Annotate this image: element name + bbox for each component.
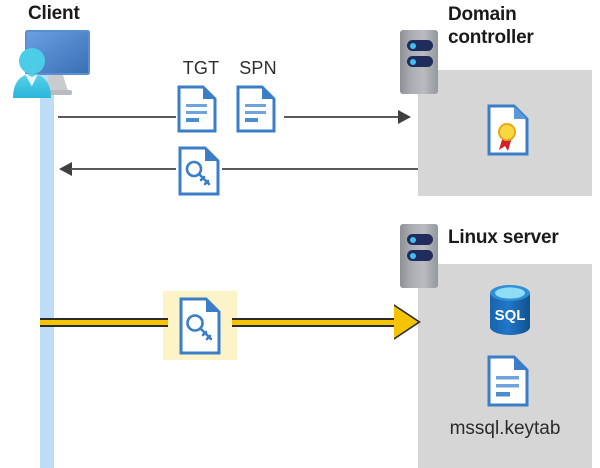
domain-controller-title-line1: Domain	[448, 4, 517, 25]
request-arrow-segment	[58, 116, 176, 118]
domain-controller-server-rack-icon	[400, 30, 438, 94]
domain-controller-title-line2: controller	[448, 27, 534, 48]
certificate-document-icon	[487, 104, 529, 156]
response-arrow-segment	[71, 168, 176, 170]
ticket-key-document-icon	[178, 146, 220, 196]
response-arrow-head	[59, 162, 72, 176]
rack-bar	[407, 234, 433, 245]
keytab-arrow-segment	[232, 318, 396, 327]
rack-bar	[407, 250, 433, 261]
highlighted-key-document-icon	[179, 297, 221, 355]
sql-database-icon: SQL	[487, 284, 533, 336]
domain-controller-title: Domain controller	[448, 3, 598, 49]
spn-label: SPN	[239, 58, 277, 78]
tgt-document-icon	[177, 85, 217, 133]
linux-server-title: Linux server	[448, 227, 559, 248]
user-monitor-icon	[5, 27, 105, 99]
sql-icon-text: SQL	[495, 307, 526, 324]
keytab-arrow-segment	[40, 318, 168, 327]
rack-bar	[407, 56, 433, 67]
response-arrow-segment	[222, 168, 418, 170]
tgt-label: TGT	[182, 58, 220, 78]
keytab-document-icon	[487, 355, 529, 407]
linux-server-rack-icon	[400, 224, 438, 288]
client-title: Client	[28, 3, 80, 24]
client-lifeline	[40, 62, 54, 468]
request-arrow-head	[398, 110, 411, 124]
request-arrow-segment	[284, 116, 399, 118]
spn-document-icon	[236, 85, 276, 133]
keytab-arrow-head	[394, 306, 418, 338]
keytab-filename-label: mssql.keytab	[449, 418, 561, 439]
rack-bar	[407, 40, 433, 51]
